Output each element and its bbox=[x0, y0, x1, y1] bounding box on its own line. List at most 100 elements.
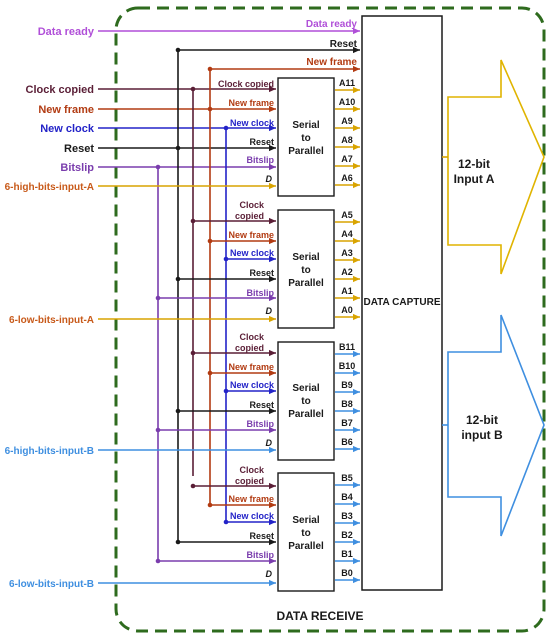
svg-text:to: to bbox=[301, 528, 310, 539]
output-a-arrow bbox=[447, 59, 545, 275]
output-label-a3: A3 bbox=[341, 248, 353, 258]
junction-dot bbox=[207, 238, 213, 244]
block1-bitslip-port: Bitslip bbox=[246, 155, 274, 165]
block4-title: Serial to Parallel bbox=[288, 515, 324, 552]
new-frame-capture-label: New frame bbox=[306, 57, 357, 68]
junction-dots bbox=[155, 47, 229, 564]
junction-dot bbox=[155, 427, 161, 433]
svg-text:to: to bbox=[301, 396, 310, 407]
block4-reset-port: Reset bbox=[249, 531, 274, 541]
block3-reset-port: Reset bbox=[249, 400, 274, 410]
data-ready-input-label: Data ready bbox=[38, 26, 95, 38]
output-b-arrow bbox=[447, 314, 545, 537]
block3-copied-port: copied bbox=[235, 343, 264, 353]
block2-clock-port: Clock bbox=[239, 200, 265, 210]
output-label-a6: A6 bbox=[341, 173, 353, 183]
serial-to-parallel-block-1 bbox=[277, 77, 335, 197]
svg-text:Serial: Serial bbox=[292, 252, 319, 263]
serial-to-parallel-block-2 bbox=[277, 209, 335, 329]
junction-dot bbox=[190, 350, 196, 356]
junction-dot bbox=[175, 47, 181, 53]
output-label-b1: B1 bbox=[341, 549, 353, 559]
junction-dot bbox=[207, 502, 213, 508]
junction-dot bbox=[155, 295, 161, 301]
output-label-a10: A10 bbox=[339, 97, 356, 107]
output-label-a4: A4 bbox=[341, 229, 353, 239]
output-label-a2: A2 bbox=[341, 267, 353, 277]
junction-dot bbox=[175, 408, 181, 414]
output-label-b6: B6 bbox=[341, 437, 353, 447]
output-label-b10: B10 bbox=[339, 361, 356, 371]
junction-dot bbox=[207, 370, 213, 376]
bitslip-input-label: Bitslip bbox=[60, 162, 94, 174]
block2-title: Serial to Parallel bbox=[288, 252, 324, 289]
data-ready-capture-label: Data ready bbox=[306, 19, 358, 30]
block1-title: Serial to Parallel bbox=[288, 120, 324, 157]
svg-text:Serial: Serial bbox=[292, 515, 319, 526]
data-receive-title: DATA RECEIVE bbox=[276, 609, 363, 623]
block2-d-port: D bbox=[266, 306, 273, 316]
output-label-b7: B7 bbox=[341, 418, 353, 428]
output-label-b5: B5 bbox=[341, 473, 353, 483]
serial-to-parallel-block-4 bbox=[277, 472, 335, 592]
output-a-label-line2: Input A bbox=[454, 172, 495, 186]
output-label-a0: A0 bbox=[341, 305, 353, 315]
output-b-label-line1: 12-bit bbox=[466, 413, 498, 427]
block1-reset-port: Reset bbox=[249, 137, 274, 147]
block3-new-frame-port: New frame bbox=[228, 362, 274, 372]
junction-dot bbox=[223, 519, 229, 525]
reset-capture-label: Reset bbox=[330, 39, 358, 50]
block1-new-clock-port: New clock bbox=[230, 118, 275, 128]
junction-dot bbox=[207, 106, 213, 112]
block3-new-clock-port: New clock bbox=[230, 380, 275, 390]
output-label-a8: A8 bbox=[341, 135, 353, 145]
junction-dot bbox=[175, 276, 181, 282]
reset-input-label: Reset bbox=[64, 143, 94, 155]
block1-d-port: D bbox=[266, 174, 273, 184]
junction-dot bbox=[175, 539, 181, 545]
output-label-b4: B4 bbox=[341, 492, 353, 502]
svg-text:Serial: Serial bbox=[292, 383, 319, 394]
svg-text:Parallel: Parallel bbox=[288, 146, 324, 157]
serial-to-parallel-block-3 bbox=[277, 341, 335, 461]
svg-text:Serial: Serial bbox=[292, 120, 319, 131]
output-label-b2: B2 bbox=[341, 530, 353, 540]
block2-bitslip-port: Bitslip bbox=[246, 288, 274, 298]
new-frame-input-label: New frame bbox=[38, 104, 94, 116]
data-capture-label: DATA CAPTURE bbox=[363, 297, 440, 308]
block1-clock-copied-port: Clock copied bbox=[218, 79, 274, 89]
block2-new-frame-port: New frame bbox=[228, 230, 274, 240]
junction-dot bbox=[175, 145, 181, 151]
output-label-b3: B3 bbox=[341, 511, 353, 521]
junction-dot bbox=[190, 86, 196, 92]
block2-new-clock-port: New clock bbox=[230, 248, 275, 258]
svg-text:Parallel: Parallel bbox=[288, 409, 324, 420]
junction-dot bbox=[155, 164, 161, 170]
block4-bitslip-port: Bitslip bbox=[246, 550, 274, 560]
block1-new-frame-port: New frame bbox=[228, 98, 274, 108]
svg-text:to: to bbox=[301, 265, 310, 276]
data-capture-block bbox=[361, 15, 443, 591]
block4-clock-port: Clock bbox=[239, 465, 265, 475]
signal-wires bbox=[98, 27, 448, 587]
block3-bitslip-port: Bitslip bbox=[246, 419, 274, 429]
output-label-b9: B9 bbox=[341, 380, 353, 390]
output-label-b11: B11 bbox=[339, 342, 355, 352]
svg-text:to: to bbox=[301, 133, 310, 144]
junction-dot bbox=[223, 256, 229, 262]
clock-copied-input-label: Clock copied bbox=[26, 84, 94, 96]
svg-text:Parallel: Parallel bbox=[288, 541, 324, 552]
low-bits-b-input-label: 6-low-bits-input-B bbox=[9, 579, 94, 590]
high-bits-b-input-label: 6-high-bits-input-B bbox=[5, 446, 94, 457]
block2-reset-port: Reset bbox=[249, 268, 274, 278]
block4-new-frame-port: New frame bbox=[228, 494, 274, 504]
block3-d-port: D bbox=[266, 438, 273, 448]
output-label-b8: B8 bbox=[341, 399, 353, 409]
output-bit-labels: A11A10A9A8A7A6A5A4A3A2A1A0B11B10B9B8B7B6… bbox=[339, 78, 356, 578]
output-label-a7: A7 bbox=[341, 154, 353, 164]
output-label-a11: A11 bbox=[339, 78, 355, 88]
output-a-label-line1: 12-bit bbox=[458, 157, 490, 171]
junction-dot bbox=[223, 388, 229, 394]
junction-dot bbox=[190, 483, 196, 489]
